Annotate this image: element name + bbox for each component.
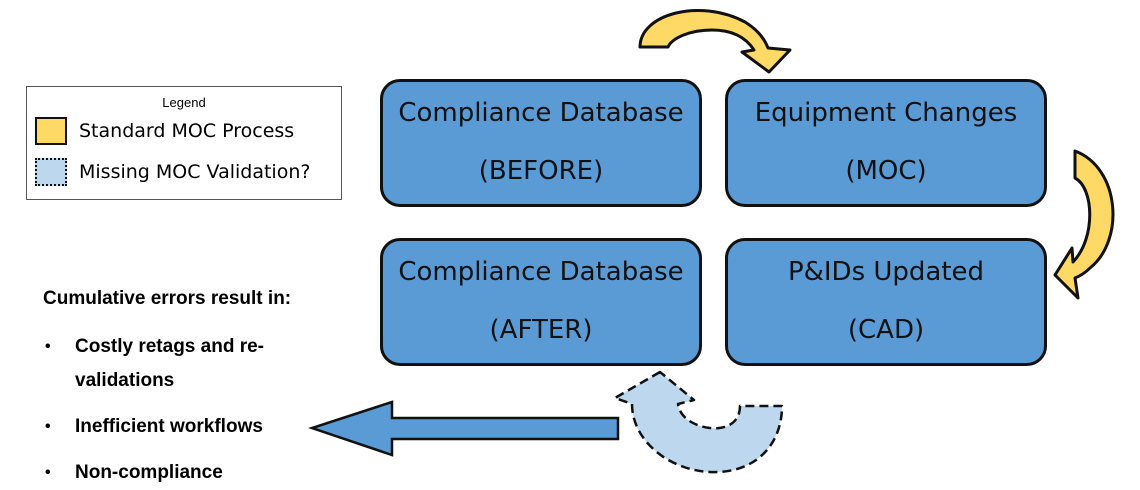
missing-validation-label: Missing MOC Validation? [79,161,311,183]
equipment-changes-box: Equipment Changes (MOC) [725,79,1047,207]
standard-moc-swatch [35,117,67,145]
legend-title: Legend [162,95,206,110]
box-before-line1: Compliance Database [398,98,684,128]
errors-list-item: • Costly retags and re-validations [43,330,313,398]
pids-updated-box: P&IDs Updated (CAD) [725,238,1047,366]
box-before-line2: (BEFORE) [478,156,604,186]
box-after-line2: (AFTER) [489,315,593,345]
missing-curved-arrow-bottom [613,370,784,474]
errors-item-text: Inefficient workflows [75,416,263,437]
box-moc-line1: Equipment Changes [754,98,1018,128]
legend: Legend Standard MOC Process Missing MOC … [26,86,342,200]
missing-validation-swatch [35,158,67,186]
errors-title: Cumulative errors result in: [43,288,292,309]
compliance-database-before-box: Compliance Database (BEFORE) [380,79,702,207]
errors-item-text: Costly retags and re-validations [75,336,264,391]
errors-list: • Costly retags and re-validations • Ine… [43,330,313,490]
bullet-icon: • [45,418,51,435]
errors-list-item: • Non-compliance [43,456,313,490]
compliance-database-after-box: Compliance Database (AFTER) [380,238,702,366]
bullet-icon: • [45,338,51,355]
errors-list-item: • Inefficient workflows [43,410,313,444]
box-cad-line1: P&IDs Updated [787,257,985,287]
box-after-line1: Compliance Database [398,257,684,287]
errors-item-text: Non-compliance [75,462,223,483]
box-moc-line2: (MOC) [845,156,927,186]
standard-moc-label: Standard MOC Process [79,120,295,142]
left-pointing-arrow [308,400,620,457]
bullet-icon: • [45,464,51,481]
box-cad-line2: (CAD) [847,315,925,345]
standard-curved-arrow-top [638,9,792,74]
standard-curved-arrow-right [1053,149,1115,300]
